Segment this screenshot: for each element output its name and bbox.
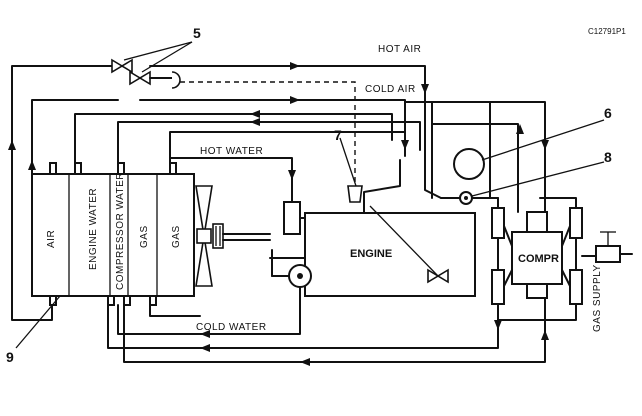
cooler-label-gas-1: GAS <box>139 225 150 248</box>
flow-arrows <box>8 62 549 366</box>
callout-5: 5 <box>193 25 201 41</box>
fan-icon <box>195 185 271 287</box>
cooler-label-engine-water: ENGINE WATER <box>88 188 99 270</box>
cold-water-label: COLD WATER <box>196 322 267 333</box>
gauge-icon <box>453 148 485 180</box>
callout-7: 7 <box>334 127 342 143</box>
callout-leaders <box>15 41 605 349</box>
hot-air-label: HOT AIR <box>378 44 421 55</box>
cooler-label-compressor-water: COMPRESSOR WATER <box>115 172 126 290</box>
cooler-label-air: AIR <box>46 230 57 248</box>
compressor-block: COMPR <box>491 207 633 305</box>
figure-id: C12791P1 <box>588 27 626 36</box>
callout-9: 9 <box>6 349 14 365</box>
cooler-label-gas-2: GAS <box>171 225 182 248</box>
hot-water-label: HOT WATER <box>200 146 263 157</box>
engine-label: ENGINE <box>350 248 392 260</box>
cooler-block: AIR ENGINE WATER COMPRESSOR WATER GAS GA… <box>31 162 195 306</box>
valve-icon <box>111 58 449 284</box>
compressor-label: COMPR <box>518 253 559 265</box>
gas-supply-label: GAS SUPPLY <box>592 264 603 332</box>
callout-8: 8 <box>604 149 612 165</box>
engine-block: ENGINE <box>269 201 476 297</box>
cold-air-label: COLD AIR <box>365 84 416 95</box>
callout-6: 6 <box>604 105 612 121</box>
